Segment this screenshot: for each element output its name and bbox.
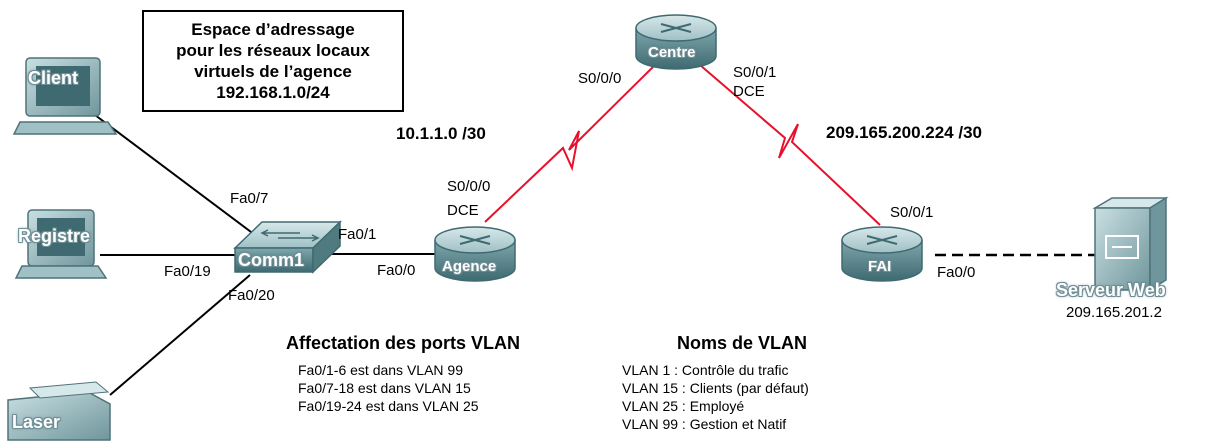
vlan-ports-list: Fa0/1-6 est dans VLAN 99 Fa0/7-18 est da… <box>298 361 479 415</box>
port-agence-fa0-0: Fa0/0 <box>377 262 416 279</box>
link-laser-switch <box>109 274 251 396</box>
switch-comm1-icon[interactable] <box>233 220 342 274</box>
port-switch-fa0-20: Fa0/20 <box>228 287 275 304</box>
address-line-3: virtuels de l’agence <box>194 62 352 81</box>
registre-pc-icon[interactable] <box>14 209 108 279</box>
vlan-port-item: Fa0/1-6 est dans VLAN 99 <box>298 362 463 378</box>
fai-label: FAI <box>868 258 892 275</box>
port-agence-s000: S0/0/0 <box>447 178 491 195</box>
vlan-names-list: VLAN 1 : Contrôle du trafic VLAN 15 : Cl… <box>622 361 809 433</box>
web-server-ip: 209.165.201.2 <box>1066 304 1162 321</box>
subnet-right-link: 209.165.200.224 /30 <box>826 123 982 142</box>
port-fai-s001: S0/0/1 <box>890 204 934 221</box>
port-switch-fa0-19: Fa0/19 <box>164 263 211 280</box>
router-centre-icon[interactable] <box>635 14 717 70</box>
port-switch-fa0-1: Fa0/1 <box>338 226 377 243</box>
subnet-left-link: 10.1.1.0 /30 <box>396 124 486 143</box>
vlan-ports-title: Affectation des ports VLAN <box>286 333 521 353</box>
port-agence-dce: DCE <box>447 202 479 219</box>
web-server-label: Serveur Web <box>1056 280 1166 300</box>
address-line-1: Espace d’adressage <box>191 20 355 39</box>
serial-link-centre-fai <box>699 64 881 226</box>
serial-link-agence-centre <box>484 64 656 223</box>
laser-printer-icon[interactable] <box>7 381 111 441</box>
centre-label: Centre <box>648 44 696 61</box>
router-agence-icon[interactable] <box>434 226 516 282</box>
web-server-icon[interactable] <box>1092 196 1169 292</box>
client-pc-icon[interactable] <box>12 57 118 135</box>
vlan-name-item: VLAN 1 : Contrôle du trafic <box>622 362 789 378</box>
client-label: Client <box>28 68 79 88</box>
port-fai-fa0-0: Fa0/0 <box>937 264 976 281</box>
registre-label: Registre <box>18 226 91 246</box>
vlan-name-item: VLAN 15 : Clients (par défaut) <box>622 380 809 396</box>
address-line-4: 192.168.1.0/24 <box>216 83 330 102</box>
vlan-names-title: Noms de VLAN <box>677 333 808 353</box>
laser-label: Laser <box>12 412 61 432</box>
port-centre-s000: S0/0/0 <box>578 70 622 87</box>
agence-label: Agence <box>442 258 497 275</box>
switch-label: Comm1 <box>238 250 305 270</box>
vlan-name-item: VLAN 99 : Gestion et Natif <box>622 416 787 432</box>
port-centre-dce: DCE <box>733 83 765 100</box>
link-client-switch <box>94 114 256 236</box>
vlan-name-item: VLAN 25 : Employé <box>622 398 745 414</box>
port-switch-fa0-7: Fa0/7 <box>230 190 269 207</box>
vlan-port-item: Fa0/19-24 est dans VLAN 25 <box>298 398 479 414</box>
address-line-2: pour les réseaux locaux <box>176 41 370 60</box>
port-centre-s001: S0/0/1 <box>733 64 777 81</box>
vlan-port-item: Fa0/7-18 est dans VLAN 15 <box>298 380 471 396</box>
router-fai-icon[interactable] <box>841 226 923 282</box>
address-space-box: Espace d’adressage pour les réseaux loca… <box>142 10 404 112</box>
